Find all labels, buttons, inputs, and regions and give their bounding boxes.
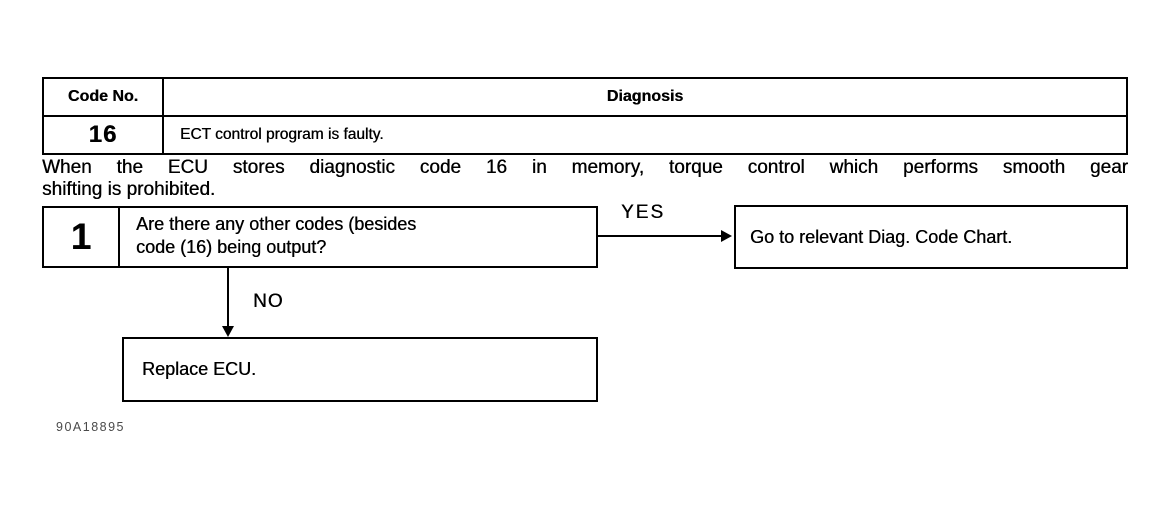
step-question: Are there any other codes (besides code … [120, 208, 416, 266]
step-question-line-1: Are there any other codes (besides [136, 214, 417, 234]
diagnosis-table: Code No. Diagnosis 16 ECT control progra… [42, 77, 1128, 155]
note-line-1: When the ECU stores diagnostic code 16 i… [42, 157, 1128, 178]
table-cell-diagnosis: ECT control program is faulty. [180, 126, 384, 143]
arrowhead-right-icon [721, 230, 732, 242]
note-line-2: shifting is prohibited. [42, 179, 216, 200]
figure-code: 90A18895 [56, 420, 126, 434]
table-cell-code: 16 [44, 117, 164, 153]
no-connector-line [227, 268, 229, 328]
no-result-box: Replace ECU. [122, 337, 598, 402]
yes-result-box: Go to relevant Diag. Code Chart. [734, 205, 1128, 269]
table-header-code-no: Code No. [44, 79, 164, 117]
step-1-box: 1 Are there any other codes (besides cod… [42, 206, 598, 268]
no-branch-label: NO [253, 291, 284, 312]
arrowhead-down-icon [222, 326, 234, 337]
step-question-line-2: code (16) being output? [136, 237, 327, 257]
yes-branch-label: YES [621, 202, 666, 223]
note-text: When the ECU stores diagnostic code 16 i… [42, 157, 1128, 201]
table-header-diagnosis: Diagnosis [164, 79, 1126, 117]
step-number: 1 [44, 208, 120, 266]
yes-connector-line [598, 235, 730, 237]
